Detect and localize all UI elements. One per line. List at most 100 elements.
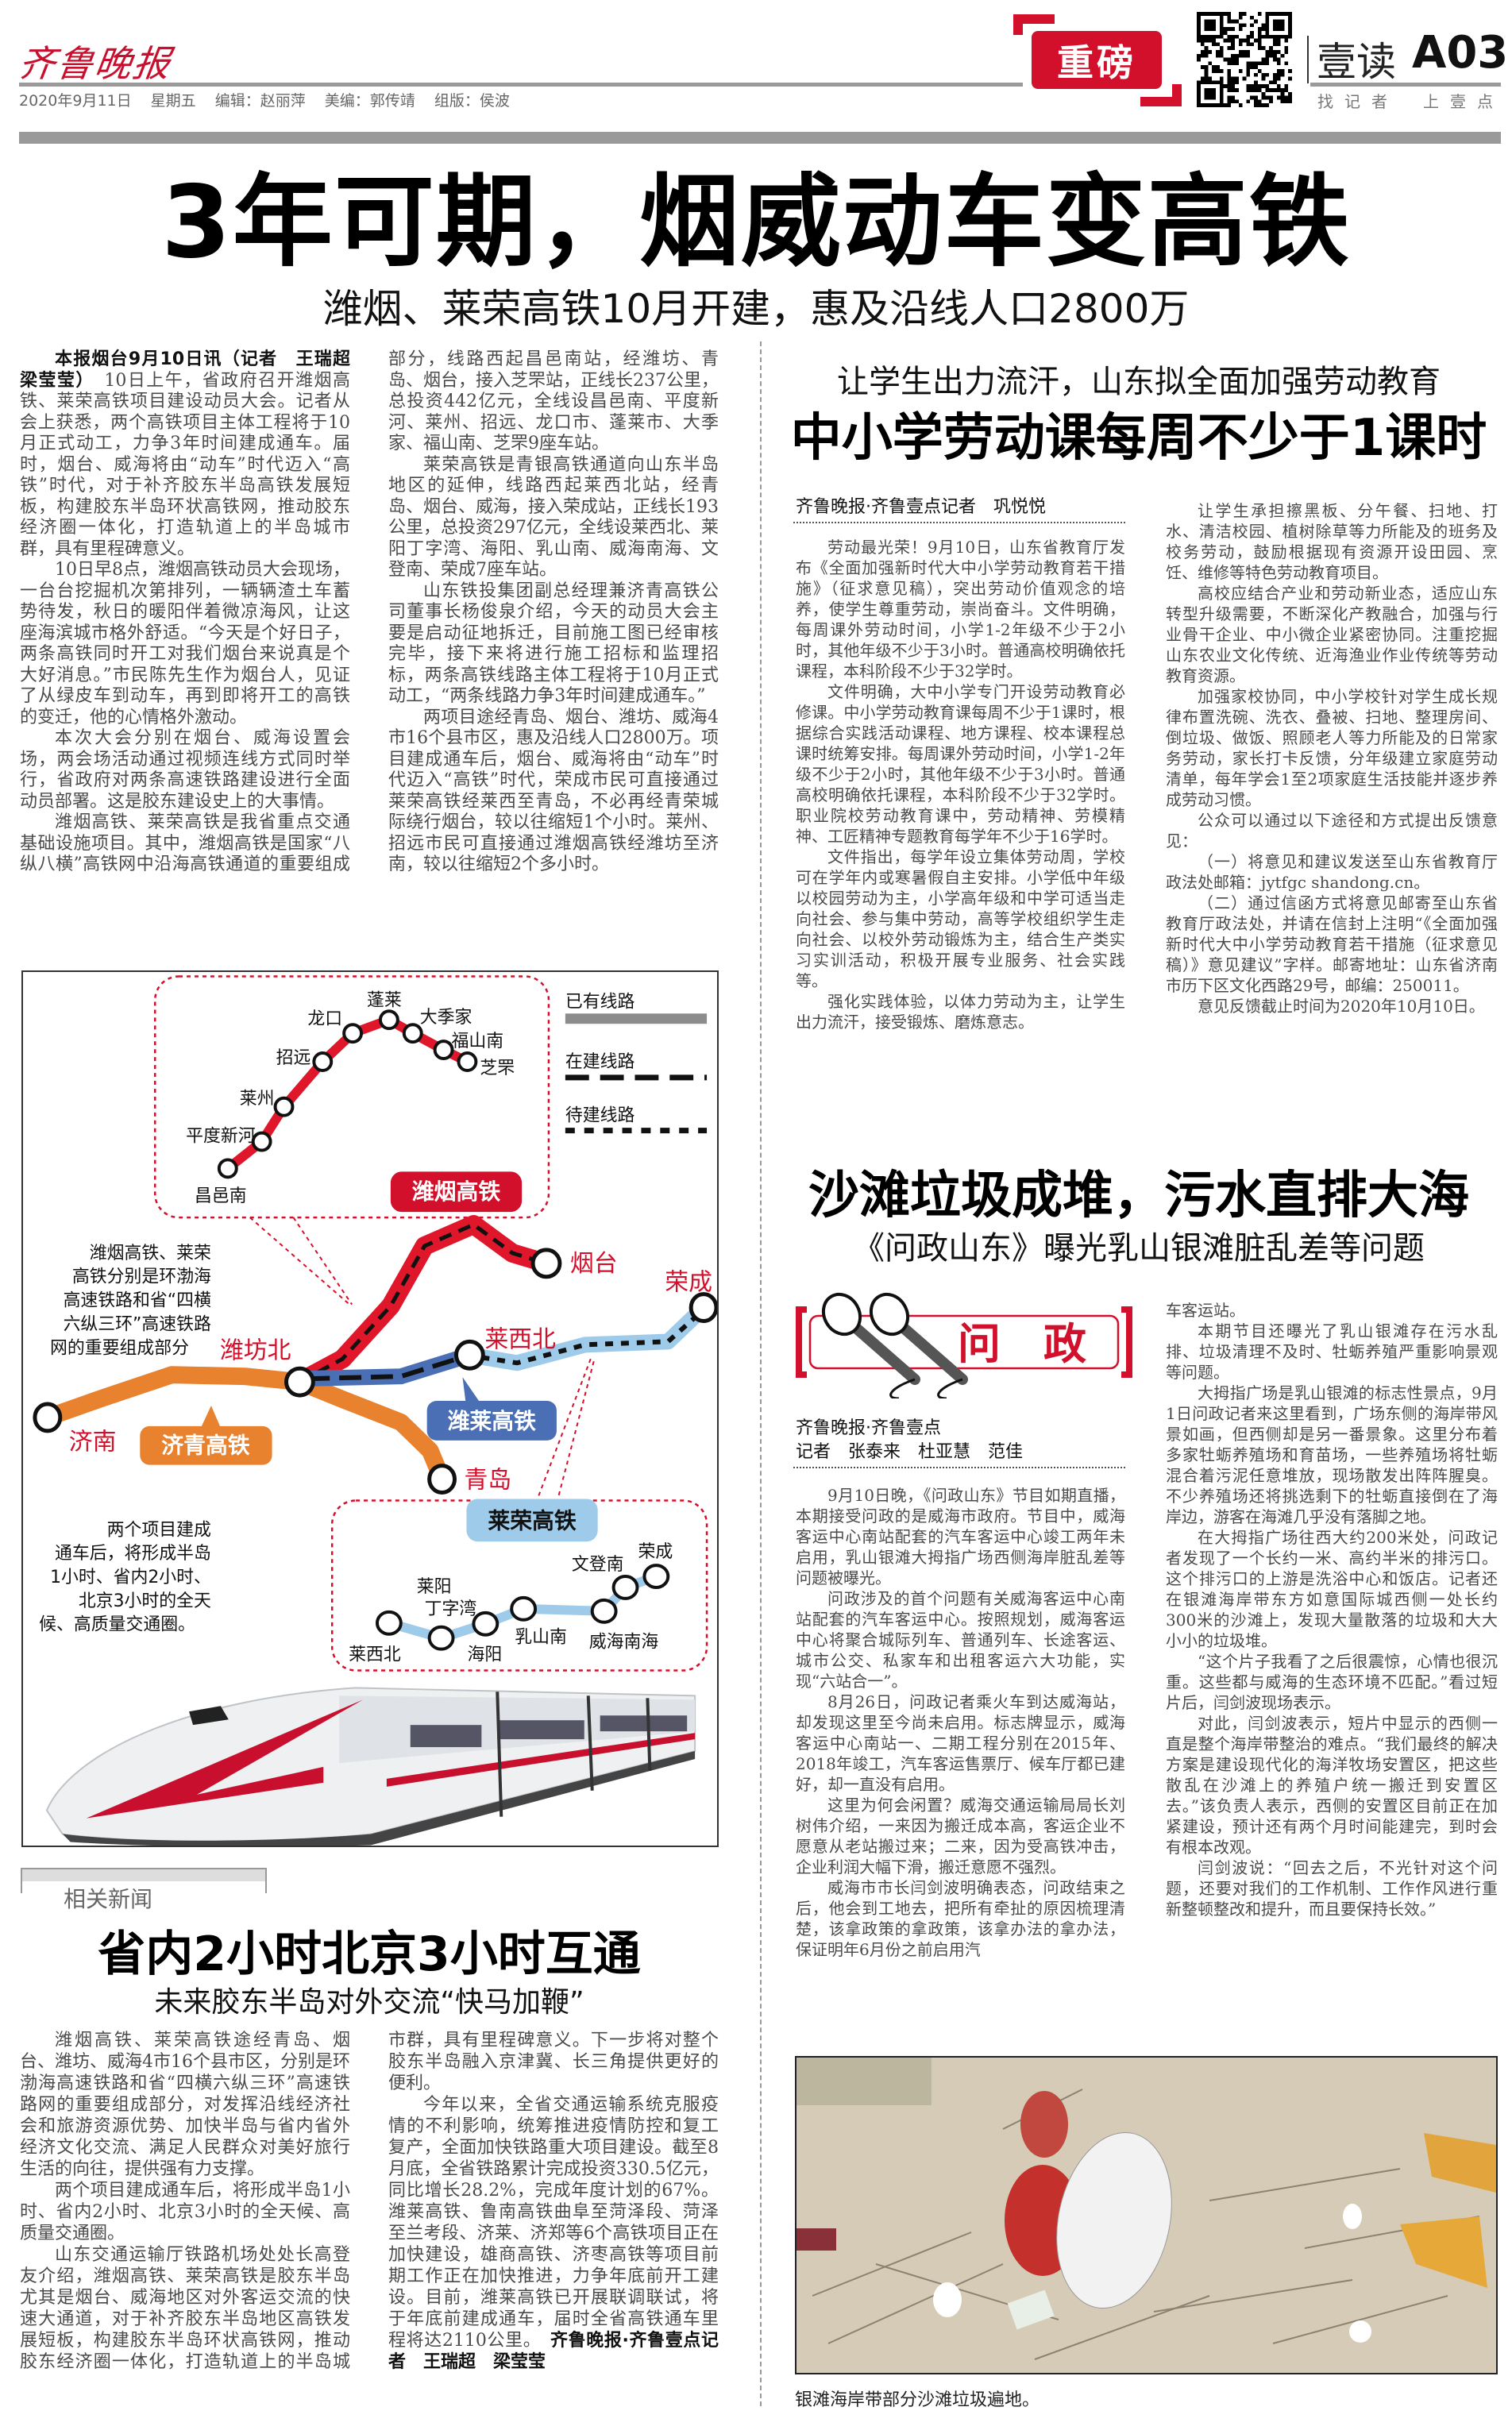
paragraph: 莱荣高铁是青银高铁通道向山东半岛地区的延伸，线路西起莱西北站，经青岛、烟台、威海… [388, 454, 719, 581]
paragraph: 闫剑波说：“回去之后，不光针对这个问题，还要对我们的工作机制、工作作风进行重新整… [1166, 1858, 1498, 1919]
weilai-label-pill [426, 1401, 557, 1441]
header-rule-right [1310, 83, 1501, 87]
qr-code-icon[interactable] [1196, 12, 1293, 107]
labor-kicker: 让学生出力流汗，山东拟全面加强劳动教育 [837, 364, 1441, 400]
station-label: 平度新河 [186, 1127, 256, 1147]
legend-existing-label: 已有线路 [565, 992, 635, 1012]
station-label: 海阳 [467, 1645, 502, 1665]
paragraph: 潍烟高铁、莱荣高铁是我省重点交通基础设施项目。其中，潍烟高铁是国家“八纵八横”高… [20, 349, 719, 874]
city-label: 潍坊北 [220, 1337, 291, 1364]
weiyan-label-pill [390, 1171, 523, 1213]
connector-line [292, 1217, 353, 1306]
photo-caption: 银滩海岸带部分沙滩垃圾遍地。 [795, 2390, 1040, 2410]
jiqing-line [291, 1373, 451, 1488]
legend-planned-label: 待建线路 [565, 1106, 635, 1126]
map-note-line: 候、高质量交通圈。 [39, 1615, 195, 1635]
microphone-icon [821, 1292, 968, 1398]
city-label: 荣成 [665, 1269, 712, 1297]
designer-credit: 美编：郭传靖 [324, 92, 415, 110]
map-note-line: 1小时、省内2小时、 [50, 1568, 211, 1587]
paragraph: 这里为何会闲置？威海交通运输局局长刘树伟介绍，一来因为搬迁成本高，客运企业不愿意… [796, 1796, 1125, 1877]
beach-byline-line1: 齐鲁晚报·齐鲁壹点 [796, 1418, 941, 1438]
newspaper-logo: 齐鲁晚报 [15, 42, 175, 85]
issue-info: 2020年9月11日 星期五 编辑：赵丽萍 美编：郭传靖 组版：侯波 [19, 89, 524, 110]
bracket-decoration [1140, 84, 1182, 106]
paragraph: 劳动最光荣！9月10日，山东省教育厅发布《全面加强新时代大中小学劳动教育若干措施… [796, 538, 1125, 681]
wenzheng-column-logo: 问 政 [796, 1292, 1132, 1398]
page-number: A03 [1412, 27, 1509, 79]
paragraph: 强化实践体验，以体力劳动为主，让学生出力流汗，接受锻炼、磨炼意志。 [796, 992, 1125, 1032]
wenzheng-logo-text: 问 政 [958, 1319, 1086, 1369]
paragraph: 9月10日晚，《问政山东》节目如期直播，本期接受问政的是威海市政府。节目中，威海… [796, 1486, 1125, 1587]
related-news-tag-frame [21, 1868, 267, 1893]
labor-byline: 齐鲁晚报·齐鲁壹点记者 巩悦悦 [796, 497, 1046, 517]
weiyan-label: 潍烟高铁 [412, 1178, 501, 1205]
city-label: 济南 [69, 1429, 117, 1456]
byline-divider [793, 1467, 1125, 1468]
labor-column-1: 劳动最光荣！9月10日，山东省教育厅发布《全面加强新时代大中小学劳动教育若干措施… [796, 537, 1125, 1032]
jiqing-label-pill [140, 1425, 272, 1465]
station-label: 威海南海 [589, 1633, 659, 1653]
slogan-right: 上壹点 [1423, 92, 1504, 111]
paragraph: 高校应结合产业和劳动新业态，适应山东转型升级需要，不断深化产教融合，加强与行业骨… [1166, 584, 1498, 685]
weiyan-station-markers [217, 1009, 478, 1179]
paragraph: （二）通过信函方式将意见邮寄至山东省教育厅政法处，并请在信封上注明“《全面加强新… [1166, 893, 1498, 995]
lairong-label-pill [466, 1499, 598, 1542]
station-label: 乳山南 [515, 1628, 567, 1648]
connector-line [536, 1358, 592, 1501]
related-subheadline: 未来胶东半岛对外交流“快马加鞭” [154, 1986, 584, 2019]
lairong-inset-frame [330, 1499, 708, 1672]
paragraph: 两个项目建成通车后，将形成半岛1小时、省内2小时、北京3小时的全天候、高质量交通… [20, 2181, 350, 2243]
paragraph: 山东铁投集团副总经理兼济青高铁公司董事长杨俊泉介绍，今天的动员大会主要是启动征地… [388, 581, 719, 707]
byline: 齐鲁晚报·齐鲁壹点记者 王瑞超 梁莹莹 [388, 2331, 719, 2372]
paragraph: 两项目途经青岛、烟台、潍坊、威海4市16个县市区，惠及沿线人口2800万。项目建… [388, 707, 719, 875]
city-label: 烟台 [570, 1250, 618, 1278]
weiyan-line-dash [299, 1222, 547, 1384]
legend-existing-swatch [565, 1013, 708, 1024]
paragraph: 本次大会分别在烟台、威海设置会场，两会场活动通过视频连线方式同时举行，省政府对两… [20, 728, 350, 812]
paragraph: （一）将意见和建议发送至山东省教育厅政法处邮箱：jytfgc shandong.… [1166, 852, 1498, 892]
station-label: 芝罘 [480, 1059, 515, 1078]
beach-byline-line2: 记者 张泰来 杜亚慧 范佳 [796, 1442, 1024, 1462]
paragraph: 山东交通运输厅铁路机场处处长高登友介绍，潍烟高铁、莱荣高铁是胶东半岛尤其是烟台、… [20, 2031, 719, 2372]
lead-headline: 3年可期，烟威动车变高铁 [161, 164, 1351, 280]
paragraph: 8月26日，问政记者乘火车到达威海站，却发现这里至今尚未启用。标志牌显示，威海客… [796, 1692, 1125, 1794]
pill-pointer [462, 1377, 480, 1403]
paragraph-text: 今年以来，全省交通运输系统克服疫情的不利影响，统筹推进疫情防控和复工复产，全面加… [388, 2095, 719, 2351]
high-speed-train-illustration [45, 1687, 696, 1847]
section-tag: 重磅 [1032, 31, 1162, 89]
paragraph: 让学生承担擦黑板、分午餐、扫地、打水、清洁校园、植树除草等力所能及的班务及校务劳… [1166, 501, 1498, 582]
jiqing-line [38, 1366, 309, 1426]
station-label: 龙口 [307, 1009, 342, 1029]
map-note-line: 两个项目建成 [107, 1520, 211, 1540]
header-rule [19, 83, 1023, 87]
map-note-line: 通车后，将形成半岛 [55, 1544, 211, 1564]
station-label: 招远 [276, 1048, 311, 1068]
byline-divider [793, 522, 1125, 523]
city-markers [33, 1248, 719, 1495]
dateline: 本报烟台9月10日讯（记者 王瑞超 梁莹莹） [20, 349, 368, 391]
legend-building-label: 在建线路 [565, 1052, 635, 1072]
weiyan-inset-frame [153, 975, 550, 1219]
station-label: 丁字湾 [425, 1599, 477, 1619]
lairong-station-markers [375, 1564, 670, 1651]
station-label: 莱州 [240, 1090, 275, 1109]
station-label: 昌邑南 [195, 1186, 247, 1206]
paragraph: 车客运站。 [1166, 1301, 1245, 1320]
map-note-line: 六纵三环”高速铁路 [64, 1314, 211, 1334]
paragraph: 10日早8点，潍烟高铁动员大会现场，一台台挖掘机次第排列，一辆辆渣土车蓄势待发，… [20, 560, 350, 727]
paragraph: 文件指出，每学年设立集体劳动周，学校可在学年内或寒暑假自主安排。小学低中年级以校… [796, 847, 1125, 990]
labor-headline: 中小学劳动课每周不少于1课时 [790, 409, 1487, 468]
station-label: 莱阳 [417, 1577, 452, 1597]
paragraph: “这个片子我看了之后很震惊，心情也很沉重。这些都与威海的生态环境不匹配。”看过短… [1166, 1652, 1498, 1712]
city-label: 莱西北 [484, 1325, 556, 1353]
related-headline: 省内2小时北京3小时互通 [98, 1927, 641, 1982]
related-article-body: 潍烟高铁、莱荣高铁途经青岛、烟台、潍坊、威海4市16个县市区，分别是环渤海高速铁… [20, 2030, 719, 2373]
paragraph: 加强家校协同，中小学校针对学生成长规律布置洗碗、洗衣、叠被、扫地、整理房间、倒垃… [1166, 687, 1498, 809]
map-note-line: 高铁分别是环渤海 [72, 1267, 211, 1287]
station-label: 福山南 [452, 1032, 504, 1051]
beach-headline: 沙滩垃圾成堆，污水直排大海 [808, 1167, 1469, 1225]
header-bar [19, 132, 1501, 144]
map-note-line: 潍烟高铁、莱荣 [90, 1244, 211, 1263]
divider [1307, 36, 1309, 83]
